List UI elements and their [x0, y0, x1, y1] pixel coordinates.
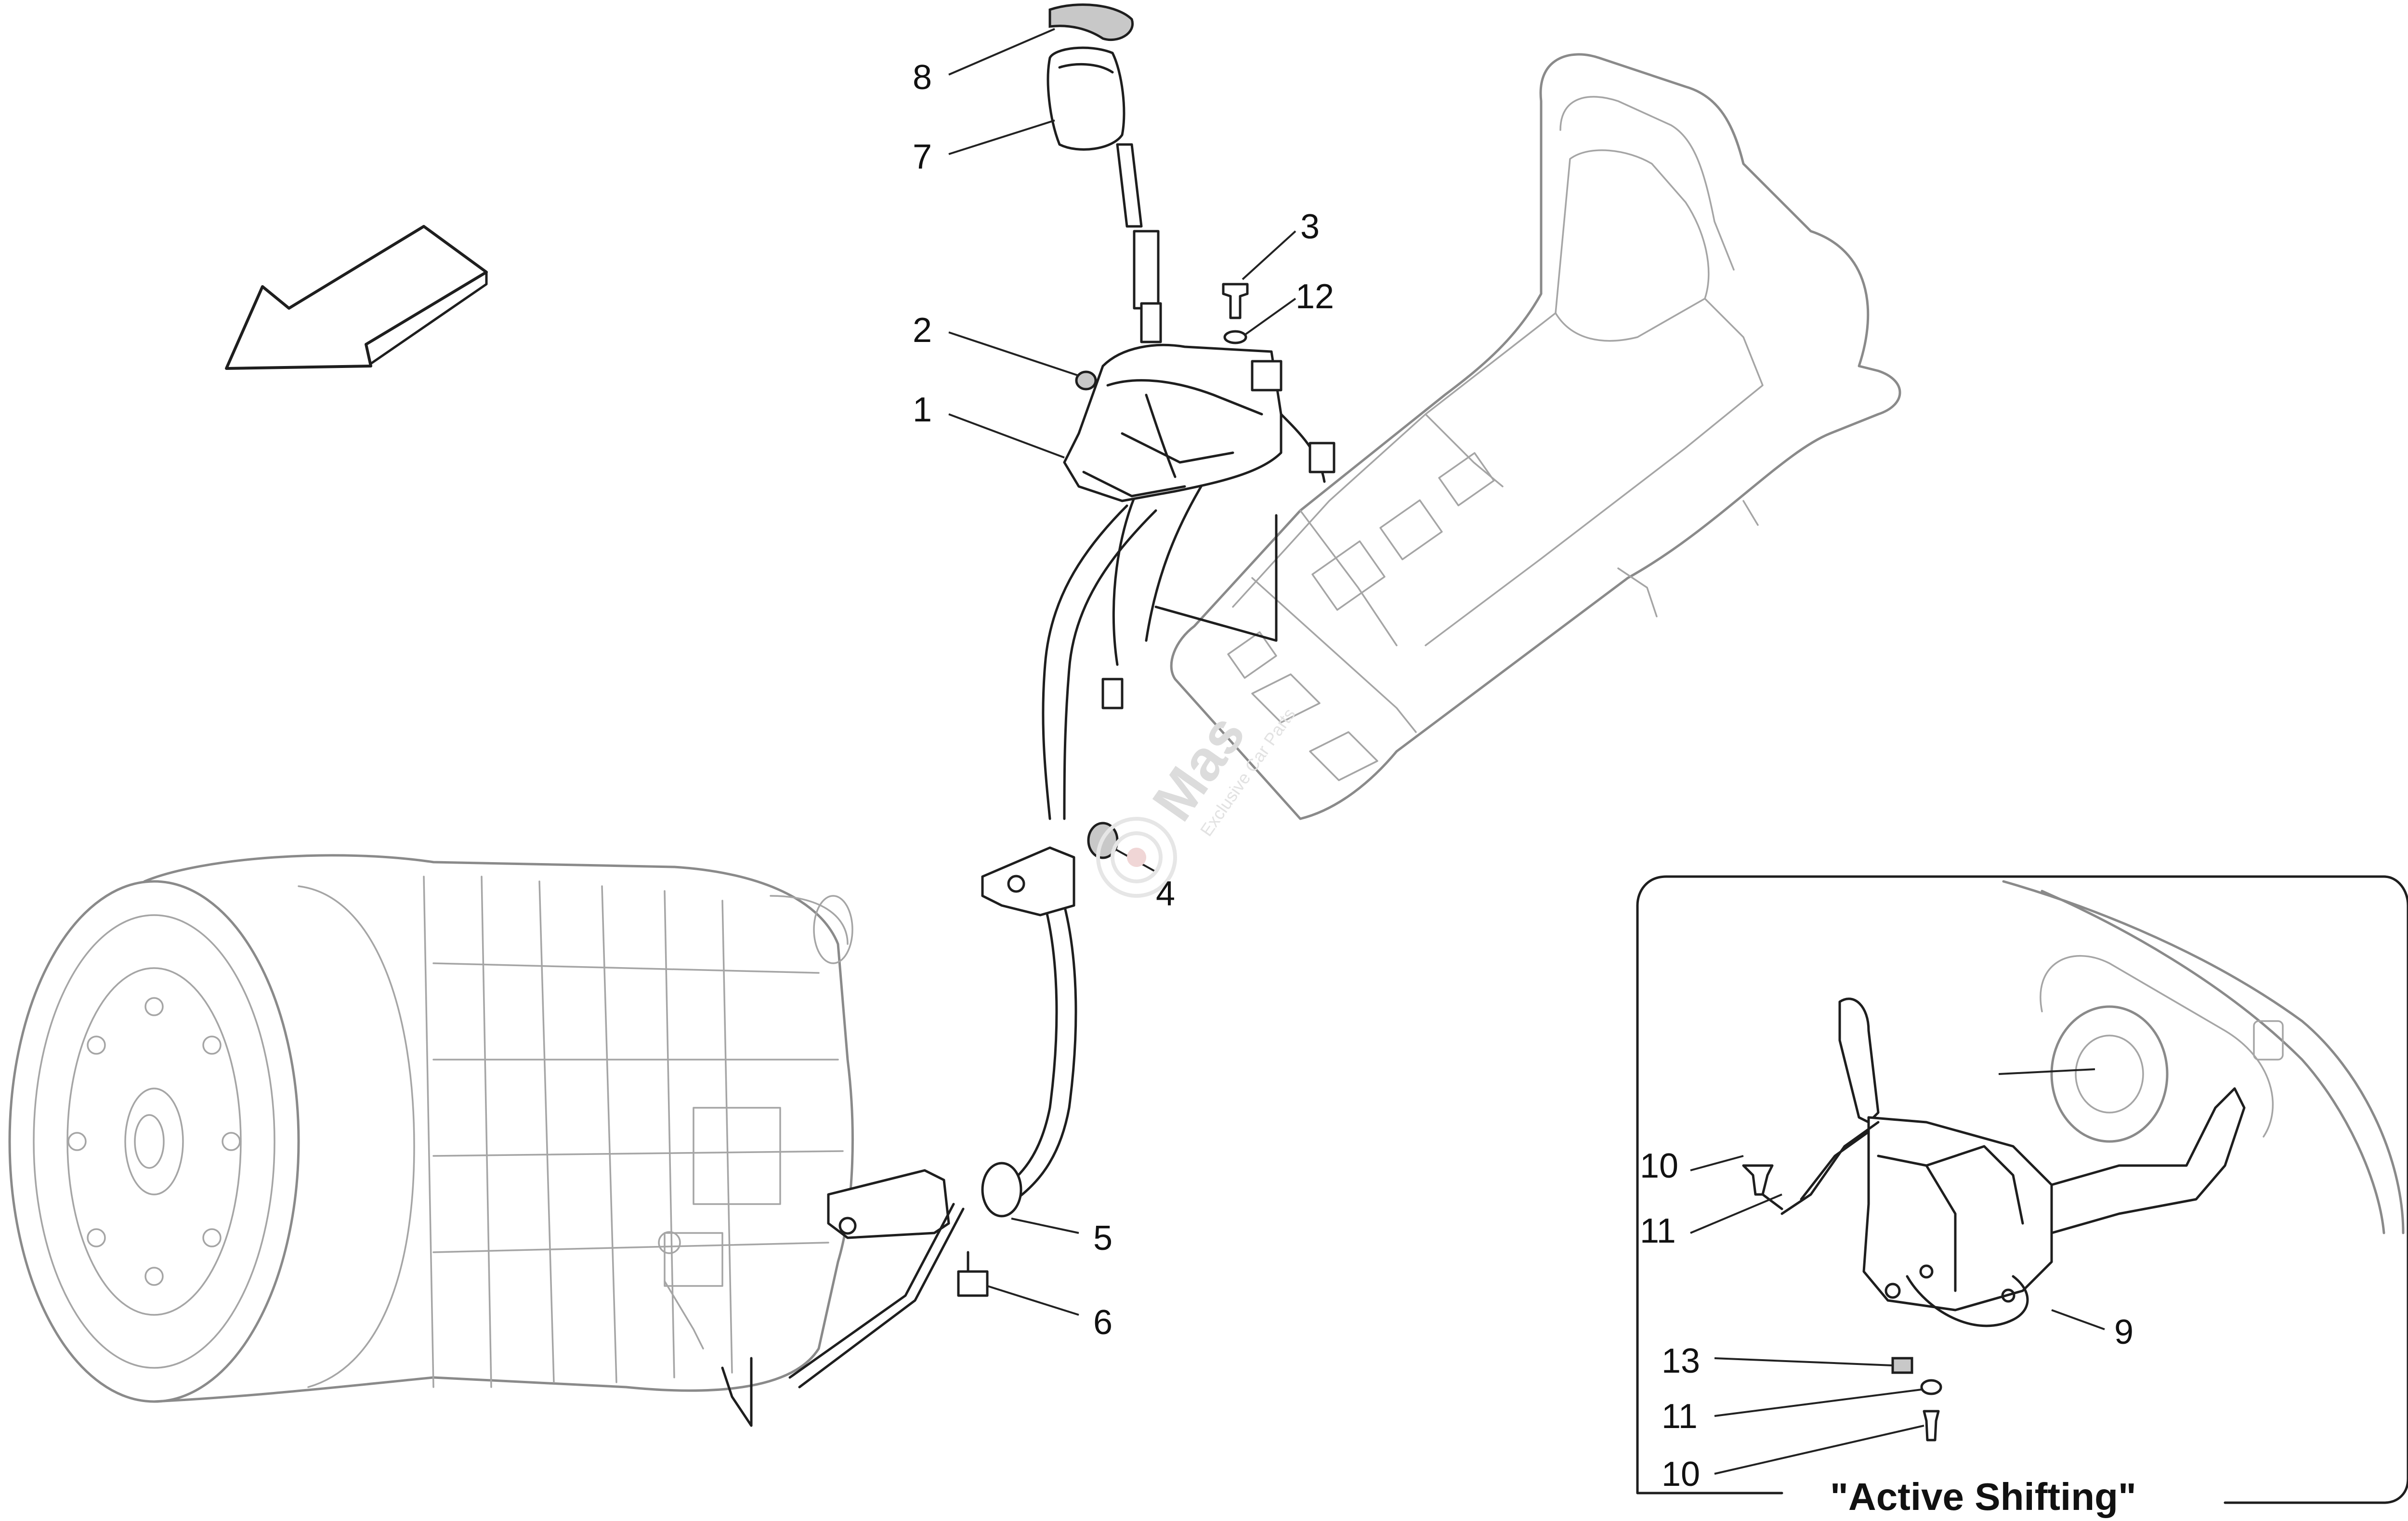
- shift-cable-assembly: [721, 480, 1205, 1427]
- callout-3: 3: [1300, 208, 1320, 246]
- callout-10-top: 10: [1640, 1147, 1678, 1185]
- center-console-drawing: [1170, 53, 1901, 820]
- callout-8: 8: [913, 58, 932, 97]
- callout-4: 4: [1156, 875, 1175, 913]
- active-shifting-inset: "Active Shifting": [1636, 875, 2408, 1518]
- callout-5: 5: [1093, 1219, 1112, 1258]
- callout-12: 12: [1296, 277, 1334, 316]
- callout-2: 2: [913, 311, 932, 350]
- callout-9: 9: [2114, 1313, 2133, 1351]
- callout-13: 13: [1662, 1342, 1700, 1380]
- direction-arrow-icon: [225, 225, 488, 370]
- callout-7: 7: [913, 138, 932, 176]
- callout-1: 1: [913, 391, 932, 429]
- callout-labels: 8 7 3 12 2 1 4 5 6 10 11 9 13 11 10: [913, 58, 2133, 1494]
- transmission-drawing: [8, 854, 854, 1403]
- leader-lines: [948, 28, 1296, 1316]
- callout-11-top: 11: [1640, 1212, 1676, 1250]
- callout-11-bottom: 11: [1662, 1397, 1698, 1436]
- callout-10-bottom: 10: [1662, 1455, 1700, 1494]
- inset-title: "Active Shifting": [1830, 1475, 2136, 1518]
- callout-6: 6: [1093, 1303, 1112, 1342]
- gear-selector-unit: [1047, 3, 1335, 642]
